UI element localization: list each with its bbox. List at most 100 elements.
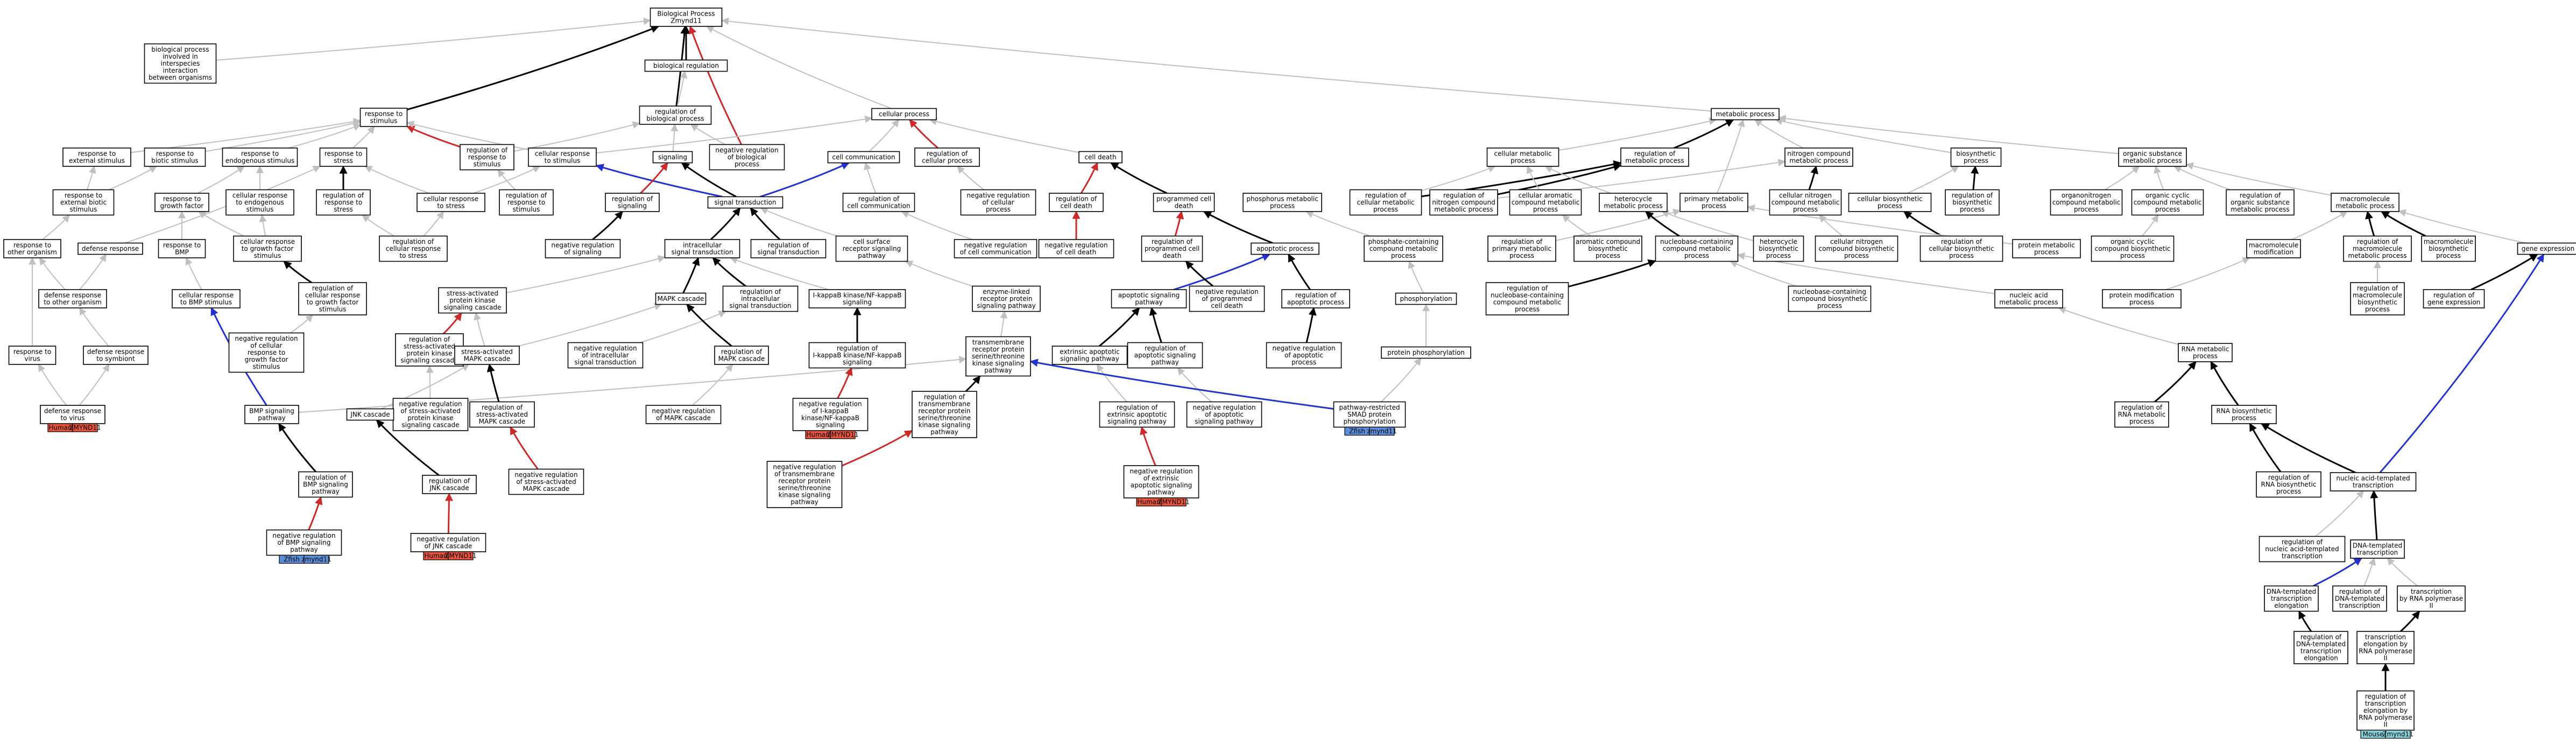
go-term-label: cellular metabolic xyxy=(1494,150,1551,158)
go-term-label: regulation of xyxy=(323,192,364,199)
go-term-label: receptor protein xyxy=(980,295,1032,303)
go-term-label: phosphorus metabolic xyxy=(1246,195,1318,203)
go-term-label: transcription xyxy=(2357,549,2398,557)
relation-edge xyxy=(406,125,461,148)
relation-edge xyxy=(1544,166,1611,194)
go-term-label: negative regulation xyxy=(1130,468,1192,475)
go-term-box xyxy=(392,398,469,431)
go-term-label: signaling pathway xyxy=(1195,418,1253,425)
relation-edge xyxy=(2387,557,2418,587)
badge-label: Zfish xyxy=(1349,427,1365,435)
go-term-label: apoptotic signaling xyxy=(1118,292,1180,299)
go-term-label: stimulus xyxy=(254,252,281,259)
species-gene-badge: Human xyxy=(805,430,831,439)
go-term-label: regulation of xyxy=(740,288,781,296)
relation-edge xyxy=(2298,610,2312,632)
relation-edge xyxy=(407,25,660,111)
go-term-label: virus xyxy=(24,355,40,363)
go-term-label: nucleobase-containing xyxy=(1793,288,1866,296)
go-term-box xyxy=(1078,151,1123,164)
go-term-box xyxy=(1111,289,1187,308)
relation-edge xyxy=(1674,119,1734,149)
go-term-label: biological regulation xyxy=(653,62,719,69)
go-term-label: to symbiont xyxy=(96,355,135,363)
go-term-label: stress-activated xyxy=(476,411,528,418)
relation-edge xyxy=(1408,261,1424,293)
relation-edge xyxy=(1380,357,1422,403)
go-term-box xyxy=(1189,285,1265,312)
relation-edge xyxy=(706,26,892,109)
go-term-label: signal transduction xyxy=(575,359,637,366)
go-term-label: biotic stimulus xyxy=(151,157,199,165)
go-term-node: signal transduction xyxy=(707,196,784,209)
go-term-label: of programmed xyxy=(1202,295,1252,303)
go-term-label: metabolic process xyxy=(1999,299,2058,306)
go-term-label: programmed cell xyxy=(1156,195,1211,203)
go-term-label: to endogenous xyxy=(236,199,284,206)
relation-edge xyxy=(760,162,850,198)
go-term-box xyxy=(567,342,644,369)
go-term-box xyxy=(792,398,869,431)
go-term-label: to stress xyxy=(437,202,464,210)
go-term-label: stress-activated xyxy=(447,290,498,297)
go-term-label: cell death xyxy=(1060,202,1092,210)
relation-edge xyxy=(1174,210,1184,236)
go-term-node: regulation ofI-kappaB kinase/NF-kappaBsi… xyxy=(808,342,906,369)
go-term-box xyxy=(1815,235,1899,262)
relation-edge xyxy=(510,426,539,470)
go-term-label: response to xyxy=(324,199,362,206)
go-term-label: regulation of xyxy=(409,336,450,343)
go-term-label: regulation of xyxy=(1941,238,1982,245)
relation-edge xyxy=(283,261,312,284)
go-term-label: negative regulation xyxy=(799,400,862,408)
go-term-node: protein phosphorylation xyxy=(1381,346,1471,359)
relation-edge xyxy=(352,125,375,149)
relation-edge xyxy=(2313,557,2362,587)
relation-edge xyxy=(278,423,317,473)
go-term-box xyxy=(808,342,906,369)
go-term-box xyxy=(3,239,61,258)
go-term-label: regulation of xyxy=(768,242,809,249)
relation-edge xyxy=(2471,254,2538,291)
relation-edge xyxy=(473,166,541,194)
go-term-label: elongation by xyxy=(2363,641,2408,648)
go-term-label: nucleobase-containing xyxy=(1660,238,1733,245)
go-term-label: biosynthetic xyxy=(1952,199,1992,206)
go-term-label: to BMP stimulus xyxy=(180,299,232,306)
go-term-label: metabolic process xyxy=(1716,110,1774,118)
go-term-label: phosphorylation xyxy=(1343,418,1395,425)
go-term-label: cellular response xyxy=(232,192,287,199)
go-term-box xyxy=(77,242,143,255)
go-term-box xyxy=(1599,193,1668,212)
go-term-label: of cellular xyxy=(982,199,1014,206)
go-term-label: regulation of xyxy=(2339,588,2381,595)
go-term-label: signaling pathway xyxy=(977,302,1035,310)
go-term-box xyxy=(499,189,554,216)
go-term-label: nucleic acid xyxy=(2009,292,2048,299)
go-term-label: regulation of xyxy=(2121,404,2163,411)
go-term-box xyxy=(2102,289,2182,308)
relation-edge xyxy=(205,120,361,152)
relation-edge xyxy=(2363,557,2376,586)
go-term-label: cellular biosynthetic xyxy=(1929,245,1994,252)
go-term-label: cell death xyxy=(1211,302,1243,310)
go-term-node: apoptotic process xyxy=(1251,242,1319,255)
